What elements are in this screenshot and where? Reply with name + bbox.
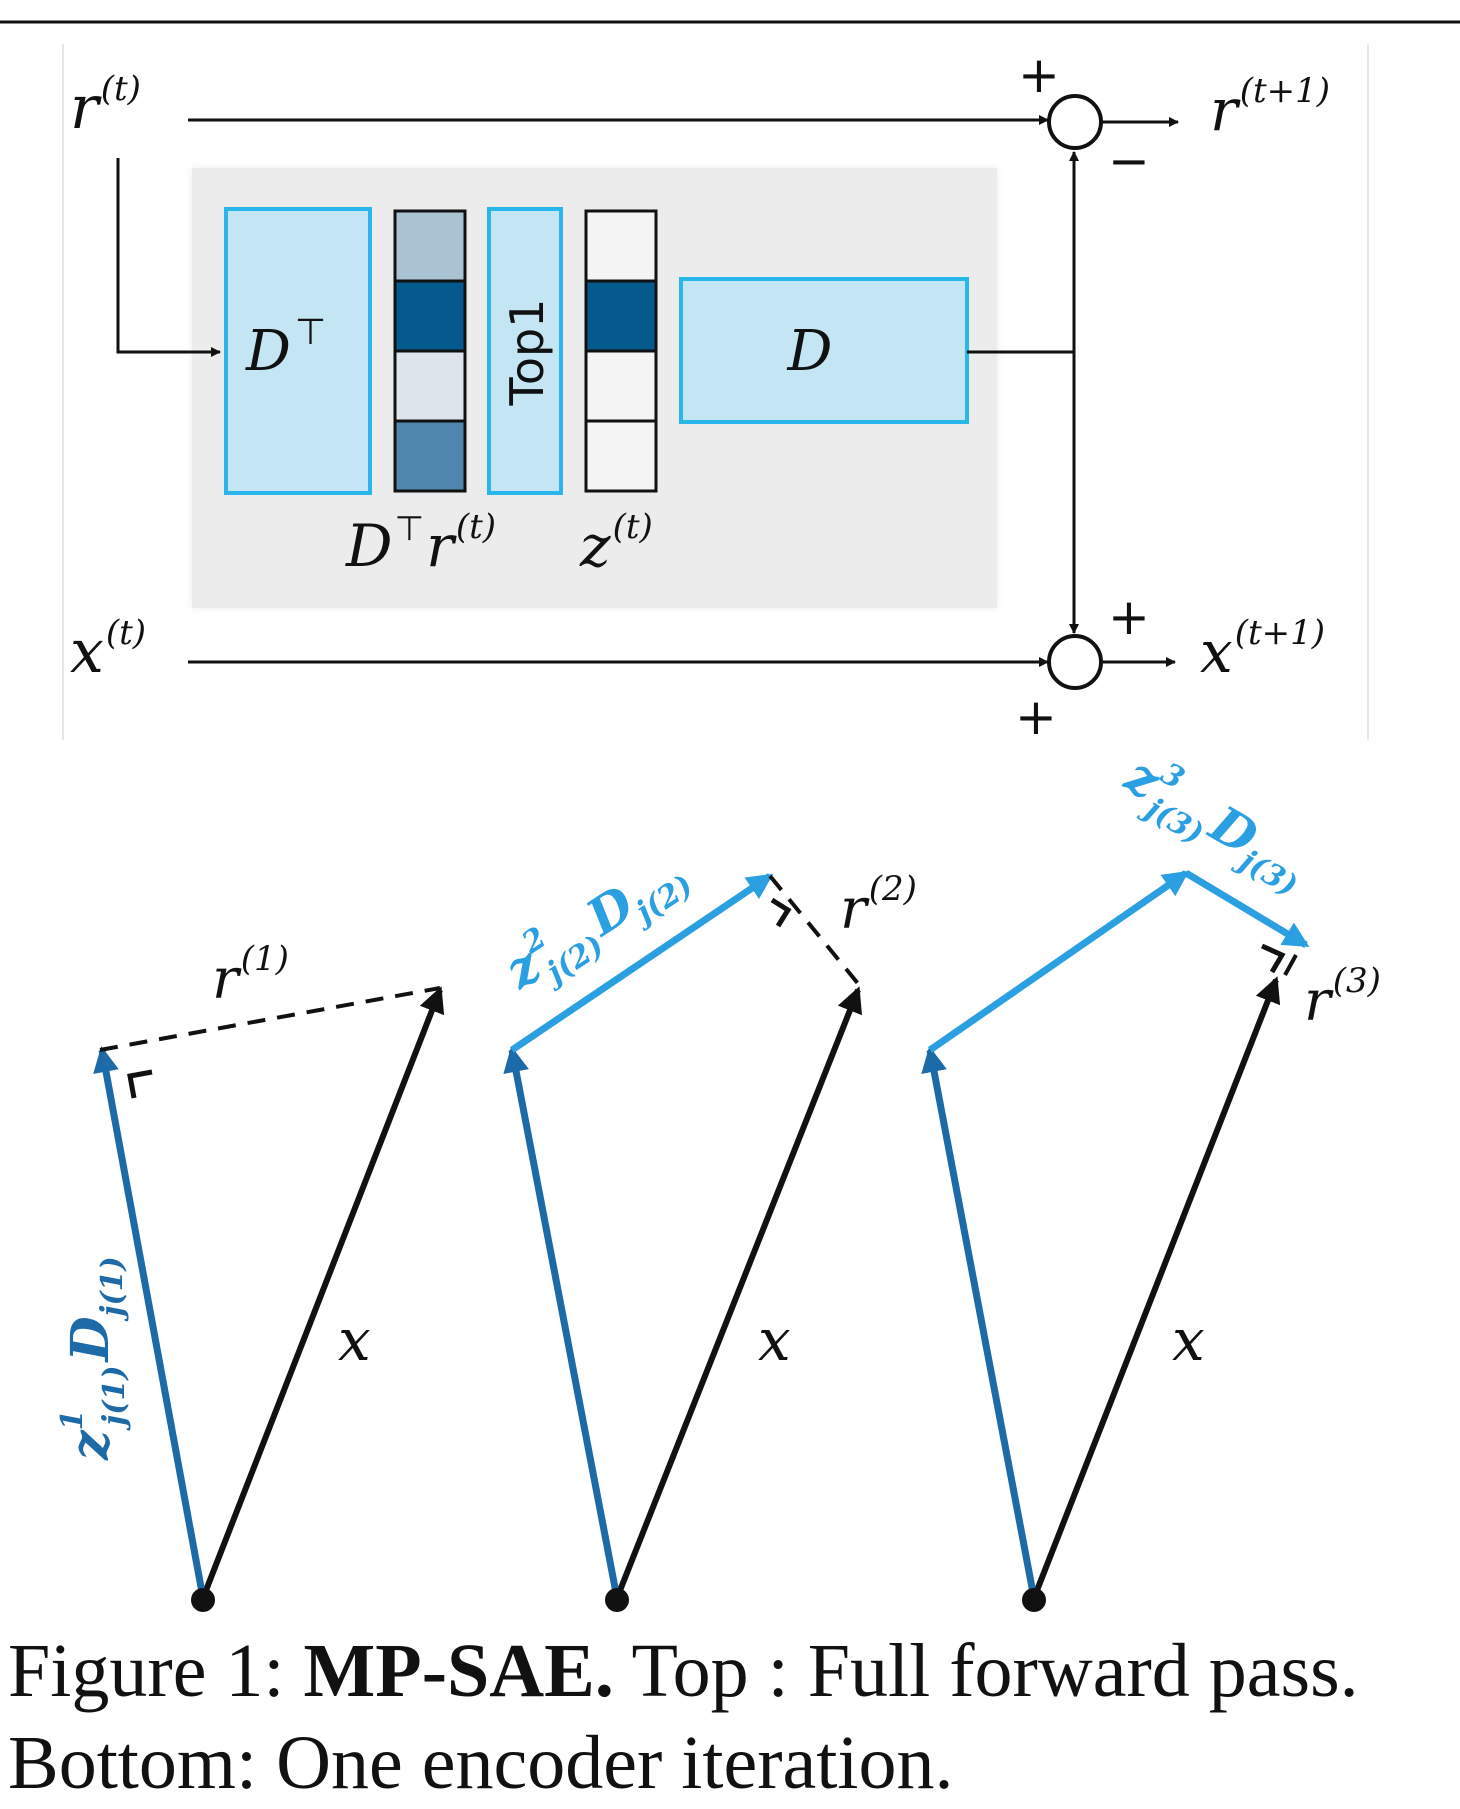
z-vector [584, 209, 658, 493]
dtr-cell [393, 209, 467, 283]
r-out-label: r(t+1) [1210, 71, 1330, 144]
atom-vector-3 [1184, 869, 1310, 949]
dt-box-label: D⊤ [245, 312, 326, 384]
figure-caption: Figure 1: MP-SAE. Top : Full forward pas… [8, 1625, 1458, 1809]
atom-vector-2 [510, 873, 774, 1053]
dtr-cell [393, 419, 467, 493]
right-angle-mark [1260, 943, 1286, 974]
caption-rest: Top : Full forward pass. [613, 1629, 1359, 1713]
atom-label: z2j(2)Dj(2) [491, 838, 700, 1009]
origin-dot [605, 1588, 629, 1612]
atom-vector [921, 1046, 1038, 1599]
x-label: x [1172, 1306, 1205, 1374]
r-branch-arrow [116, 158, 221, 357]
dtr-cell [393, 279, 467, 353]
origin-dot [1022, 1588, 1046, 1612]
forward-pass-diagram: r(t) r(t+1) + − D⊤ Top1 [62, 44, 1369, 746]
x-out-label: x(t+1) [1200, 613, 1325, 686]
residual-dashed [768, 874, 862, 988]
top1-label: Top1 [500, 299, 554, 407]
residual-dashed [99, 986, 441, 1052]
caption-prefix: Figure 1: [8, 1629, 304, 1713]
caption-bold: MP-SAE. [303, 1629, 614, 1713]
x-vector [614, 986, 862, 1600]
right-angle-mark [127, 1069, 153, 1099]
x-vector [1031, 976, 1281, 1600]
iteration-panel-2: r(2) x z2j(2)Dj(2) [491, 838, 917, 1612]
z-cell [584, 419, 658, 493]
residual-label: r(3) [1304, 961, 1381, 1034]
right-angle-mark [770, 897, 792, 928]
x-plus-sign-bottom: + [1015, 688, 1057, 746]
atom-vector [93, 1046, 207, 1599]
r-in-label: r(t) [70, 69, 141, 143]
residual-dashed [1283, 954, 1298, 976]
top1-box [487, 207, 563, 495]
x-label: x [758, 1306, 791, 1374]
origin-dot [191, 1588, 215, 1612]
residual-label: r(1) [212, 939, 289, 1012]
x-sum-node [1047, 634, 1103, 690]
atom-label: z3j(3)Dj(3) [1110, 741, 1321, 905]
d-box-label: D [787, 319, 833, 384]
dtr-cell [393, 349, 467, 423]
z-cell [584, 349, 658, 423]
z-cell [584, 279, 658, 353]
iteration-panel-3: r(3) x z3j(3)Dj(3) [921, 741, 1381, 1612]
z-label: z(t) [579, 507, 653, 580]
dt-box [224, 207, 372, 495]
dtr-vector [393, 209, 467, 493]
x-vector [200, 986, 445, 1600]
atom-vector [503, 1046, 621, 1599]
z-cell [584, 209, 658, 283]
dtr-label: D⊤r(t) [345, 507, 496, 580]
residual-label: r(2) [840, 869, 917, 942]
x-in-label: x(t) [70, 613, 146, 687]
x-plus-sign-top: + [1108, 588, 1150, 646]
atom-vector-2 [928, 870, 1190, 1053]
caption-line2: Bottom: One encoder iteration. [8, 1721, 954, 1805]
r-minus-sign: − [1108, 132, 1150, 190]
r-plus-sign: + [1018, 46, 1060, 104]
x-label: x [338, 1306, 371, 1374]
